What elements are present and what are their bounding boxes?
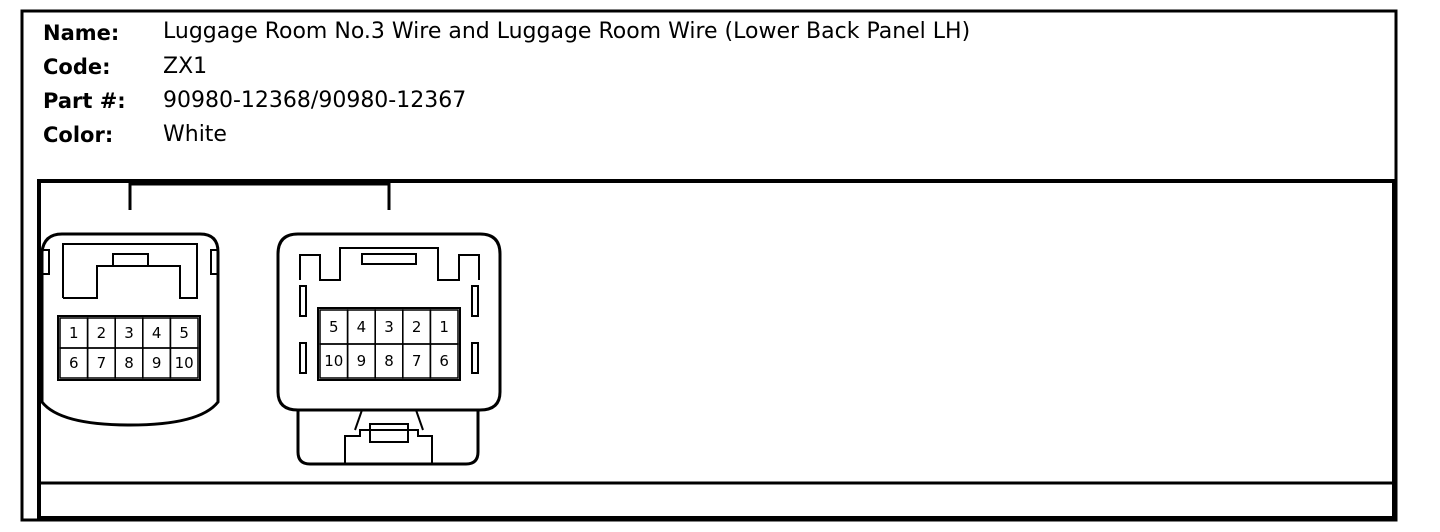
connector-b-lug-recess (344, 429, 433, 464)
code-value: ZX1 (163, 54, 208, 79)
connector-b-pin-cell (429, 343, 459, 379)
connector-b-pin-block (317, 307, 461, 381)
connector-b-right-rib-bottom (471, 342, 479, 374)
connector-b-pin-9: 9 (357, 352, 367, 370)
connector-b-left-rib-top (299, 285, 307, 317)
connector-a-pin-8: 8 (124, 354, 134, 372)
connector-b-pin-2: 2 (412, 318, 422, 336)
part-number-label: Part #: (43, 89, 126, 113)
code-label: Code: (43, 55, 111, 79)
connector-a-pin-6: 6 (69, 354, 79, 372)
connector-a-pin-cell (169, 347, 199, 379)
connector-a-left-notch (41, 249, 50, 275)
connector-b-pin-5: 5 (329, 318, 339, 336)
connector-b-housing (276, 232, 502, 412)
color-label: Color: (43, 123, 114, 147)
connector-b-pin-6: 6 (439, 352, 449, 370)
connector-b-pin-10: 10 (324, 352, 343, 370)
diagram-panel (37, 179, 1396, 520)
connector-a-pin-5: 5 (179, 324, 189, 342)
color-value: White (163, 122, 227, 147)
connector-b-lower-lug (296, 410, 480, 466)
connector-a-pin-10: 10 (175, 354, 194, 372)
name-label: Name: (43, 21, 120, 45)
connector-b-pin-7: 7 (412, 352, 422, 370)
connector-b-pin-1: 1 (439, 318, 449, 336)
connector-b-pin-4: 4 (357, 318, 367, 336)
connector-b-lug-tab (369, 423, 409, 443)
connector-a-pin-7: 7 (97, 354, 107, 372)
connector-a-pin-3: 3 (124, 324, 134, 342)
name-value: Luggage Room No.3 Wire and Luggage Room … (163, 19, 971, 44)
connector-a-pin-block (57, 315, 201, 381)
connector-b-lug-guide-right (415, 409, 424, 431)
connector-b-left-rib-bottom (299, 342, 307, 374)
connector-b-pin-3: 3 (384, 318, 394, 336)
connector-a-pin-4: 4 (152, 324, 162, 342)
connector-b-lug-guide-left (354, 409, 363, 431)
connector-a-pin-2: 2 (97, 324, 107, 342)
connector-b-pin-8: 8 (384, 352, 394, 370)
connector-a-right-notch (210, 249, 219, 275)
mating-bracket (128, 182, 391, 210)
connector-b-latch-tab (361, 253, 417, 265)
connector-a-pin-9: 9 (152, 354, 162, 372)
connector-a-housing (40, 232, 220, 427)
connector-a-pin-1: 1 (69, 324, 79, 342)
connector-a-latch-tab (112, 253, 149, 267)
connector-b-right-rib-top (471, 285, 479, 317)
connector-b-latch (299, 247, 480, 281)
connector-a-latch (62, 243, 198, 299)
part-number-value: 90980-12368/90980-12367 (163, 88, 467, 113)
